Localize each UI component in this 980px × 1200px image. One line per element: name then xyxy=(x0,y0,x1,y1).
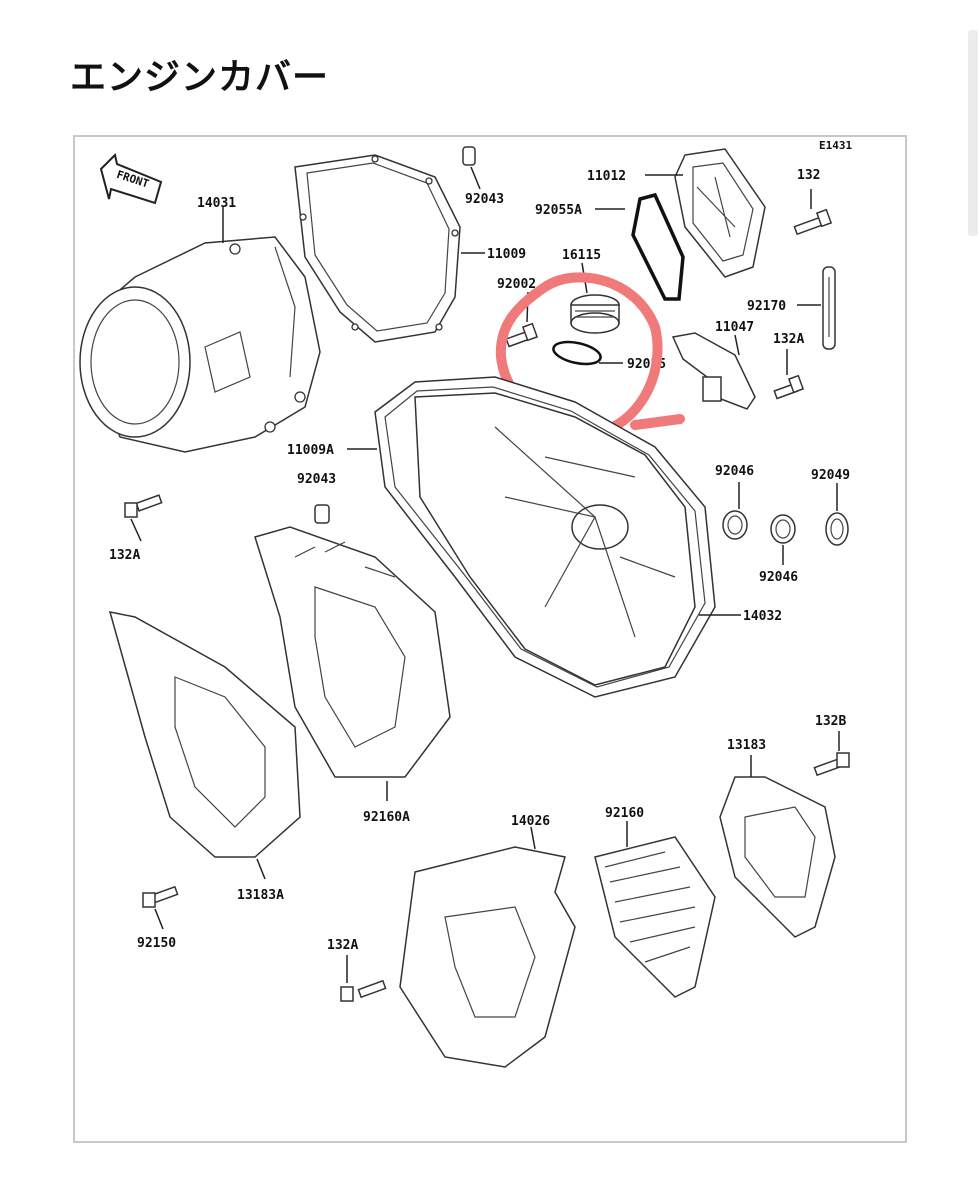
diagram-code: E1431 xyxy=(819,139,852,152)
label-14031: 14031 xyxy=(197,196,236,211)
label-13183: 13183 xyxy=(727,738,766,753)
label-92170: 92170 xyxy=(747,299,786,314)
part-92160-pad xyxy=(594,836,716,998)
part-132A-bolt-bottom xyxy=(340,979,387,1002)
label-11047: 11047 xyxy=(715,320,754,335)
label-14026: 14026 xyxy=(511,814,550,829)
label-11012: 11012 xyxy=(587,169,626,184)
scrollbar[interactable] xyxy=(968,30,978,236)
part-11047-bracket xyxy=(671,332,756,410)
label-11009: 11009 xyxy=(487,247,526,262)
part-132B-bolt xyxy=(813,752,850,777)
label-13183A: 13183A xyxy=(237,888,284,903)
part-92043-dowel xyxy=(462,146,476,166)
part-14031-cover xyxy=(79,236,321,453)
part-14026-cover xyxy=(399,846,576,1068)
label-92150: 92150 xyxy=(137,936,176,951)
label-132A-left: 132A xyxy=(109,548,140,563)
part-92002-bolt xyxy=(505,322,539,348)
page-title: エンジンカバー xyxy=(70,57,330,98)
part-92150-bolt xyxy=(142,885,179,908)
part-16115-cap xyxy=(570,294,620,334)
label-92046-top: 92046 xyxy=(715,464,754,479)
part-11009-gasket xyxy=(294,154,461,343)
part-132A-bolt-right xyxy=(773,374,805,400)
label-92002: 92002 xyxy=(497,277,536,292)
label-14032: 14032 xyxy=(743,609,782,624)
part-132-bolt xyxy=(793,208,833,236)
label-92046-bottom: 92046 xyxy=(759,570,798,585)
part-92170-strap xyxy=(822,266,836,350)
label-132: 132 xyxy=(797,168,820,183)
part-92055A-oring xyxy=(631,192,685,301)
part-92046-bearing-b xyxy=(770,514,796,544)
label-132A-right: 132A xyxy=(773,332,804,347)
front-arrow-icon: FRONT xyxy=(99,153,163,205)
part-92049-seal xyxy=(825,512,849,546)
label-92043-mid: 92043 xyxy=(297,472,336,487)
part-92046-bearing-a xyxy=(722,510,748,540)
label-92160A: 92160A xyxy=(363,810,410,825)
part-92160A-pad xyxy=(254,526,451,778)
label-92055A: 92055A xyxy=(535,203,582,218)
label-16115: 16115 xyxy=(562,248,601,263)
parts-diagram: E1431 FRONT 14031 11009 92043 xyxy=(79,139,852,1068)
label-11009A: 11009A xyxy=(287,443,334,458)
part-13183-plate xyxy=(719,776,836,938)
part-92043-dowel-mid xyxy=(314,504,330,524)
parts-diagram-frame: E1431 FRONT 14031 11009 92043 xyxy=(73,135,907,1143)
label-92043-top: 92043 xyxy=(465,192,504,207)
part-13183A-plate xyxy=(108,611,301,858)
label-92160: 92160 xyxy=(605,806,644,821)
label-132B: 132B xyxy=(815,714,846,729)
label-92049: 92049 xyxy=(811,468,850,483)
part-14032-cover xyxy=(414,392,696,686)
label-132A-bottom: 132A xyxy=(327,938,358,953)
part-92055-oring xyxy=(552,340,602,366)
part-11012-cover xyxy=(674,148,766,278)
part-132A-bolt-left xyxy=(124,494,163,518)
